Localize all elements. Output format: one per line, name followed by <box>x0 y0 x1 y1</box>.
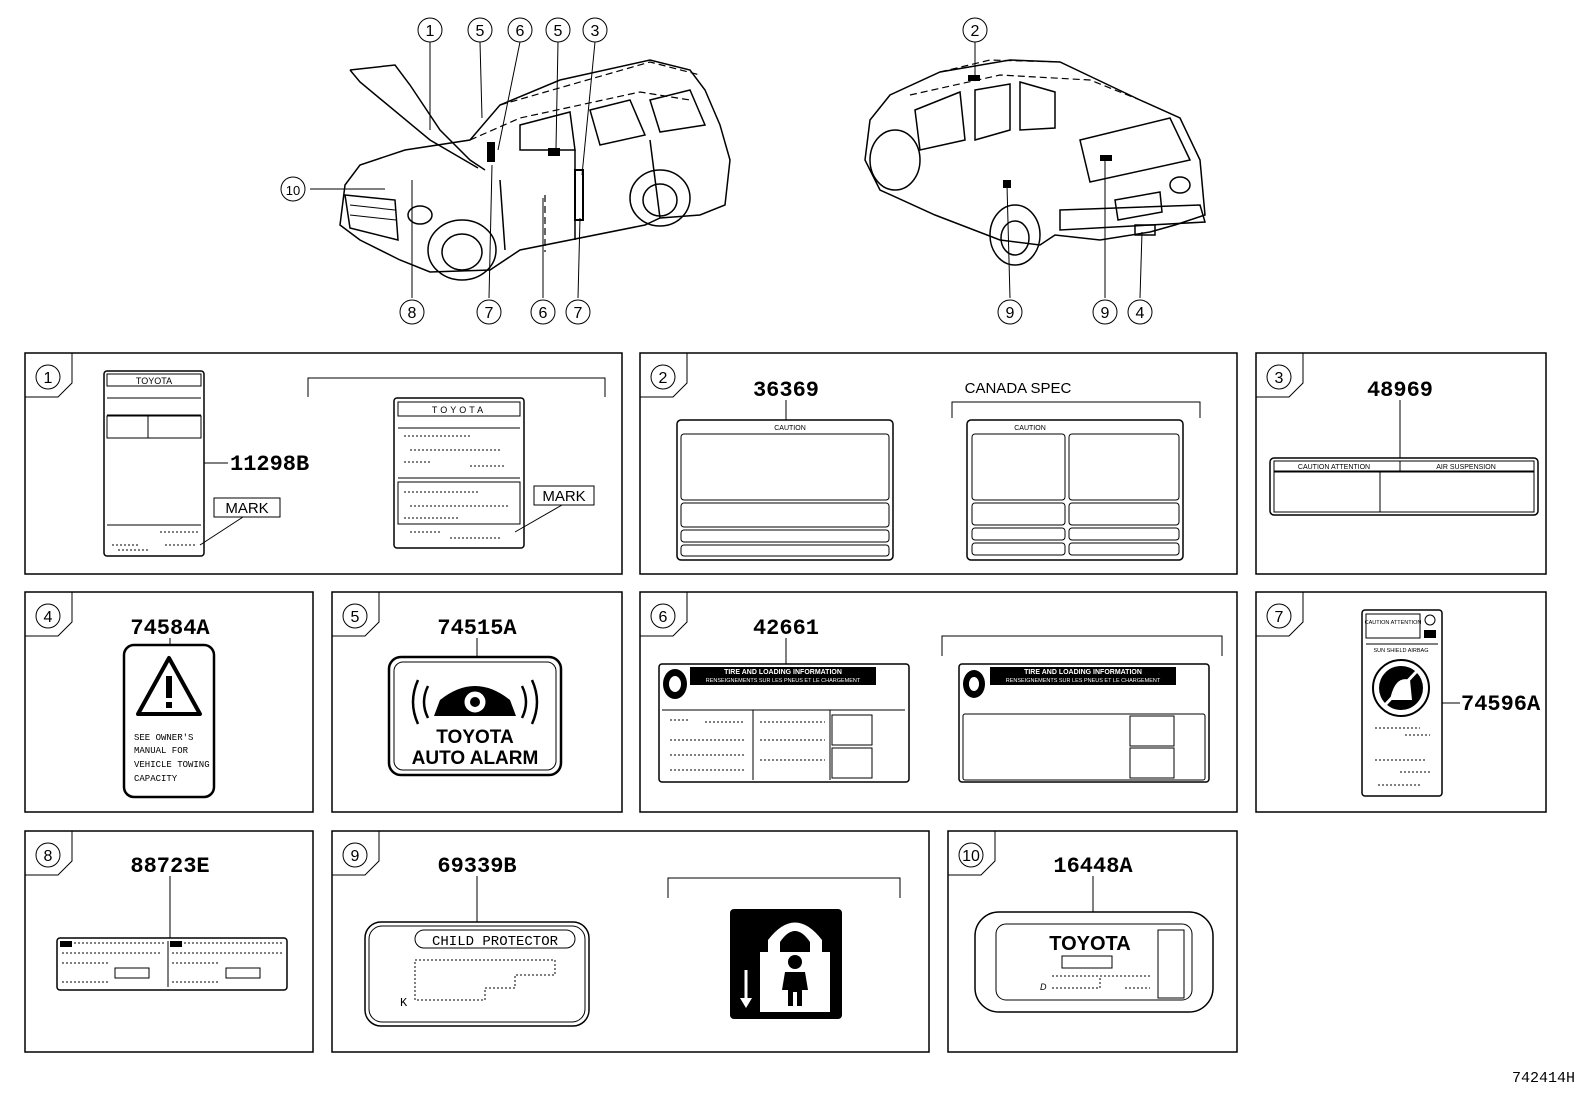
p2-canada-spec: CANADA SPEC <box>965 380 1072 397</box>
callout-number: 3 <box>591 23 600 40</box>
p7-part-number: 74596A <box>1461 692 1541 717</box>
p10-part-number: 16448A <box>1053 854 1133 879</box>
callout-circle <box>507 17 533 43</box>
rear-vehicle-illustration <box>864 59 1206 266</box>
panel-1-number: 1 <box>44 370 53 387</box>
alarm-vehicle-icon <box>411 679 539 725</box>
panel-4: 4 74584A SEE OWNER'S MANUAL FOR VEHICLE … <box>24 591 314 813</box>
p4-line-3: VEHICLE TOWING <box>134 760 210 770</box>
p3-part-number: 48969 <box>1367 378 1433 403</box>
p1-mark-label-2: MARK <box>542 488 585 505</box>
figure-id: 742414H <box>1512 1070 1575 1087</box>
warning-triangle-icon <box>136 656 202 716</box>
p9-part-number: 69339B <box>437 854 516 879</box>
p9-k: K <box>400 996 408 1010</box>
tire-icon <box>663 669 687 699</box>
callout-circle <box>476 299 502 325</box>
panel-2-number: 2 <box>659 370 668 387</box>
child-lock-icon <box>730 909 842 1019</box>
p5-line-2: AUTO ALARM <box>412 748 539 769</box>
callout-number: 8 <box>408 305 417 322</box>
callout-number: 9 <box>1006 305 1015 322</box>
callout-circle <box>280 176 306 202</box>
p3-head-2: AIR SUSPENSION <box>1436 464 1496 471</box>
callout-circle <box>565 299 591 325</box>
p7-head: CAUTION ATTENTION <box>1365 620 1422 626</box>
callout-number: 6 <box>539 305 548 322</box>
callout-circles: 1 5 6 5 3 10 8 7 6 7 2 9 9 4 <box>280 17 1153 325</box>
panel-2: 2 36369 CAUTION CANADA SPEC CAUTION <box>639 352 1238 575</box>
p6-title: TIRE AND LOADING INFORMATION <box>724 669 842 676</box>
callout-number: 1 <box>426 23 435 40</box>
p1-brand: TOYOTA <box>136 376 172 386</box>
p2-caution-2: CAUTION <box>1014 425 1046 432</box>
callout-circle <box>399 299 425 325</box>
panel-7: 7 CAUTION ATTENTION SUN SHIELD AIRBAG 74… <box>1255 591 1547 813</box>
panel-8: 8 88723E <box>24 830 314 1053</box>
callout-number: 5 <box>554 23 563 40</box>
p9-title: CHILD PROTECTOR <box>432 934 559 950</box>
panel-3-number: 3 <box>1275 370 1284 387</box>
panel-8-number: 8 <box>44 848 53 865</box>
panel-10-number: 10 <box>962 848 980 865</box>
p1-mark-label: MARK <box>225 500 268 517</box>
p6-part-number: 42661 <box>753 616 819 641</box>
p6-subtitle-2: RENSEIGNEMENTS SUR LES PNEUS ET LE CHARG… <box>1006 678 1161 684</box>
p3-head-1: CAUTION ATTENTION <box>1298 464 1370 471</box>
panel-3: 3 48969 CAUTION ATTENTION AIR SUSPENSION <box>1255 352 1547 575</box>
p7-sub: SUN SHIELD AIRBAG <box>1373 648 1428 654</box>
panel-6-number: 6 <box>659 609 668 626</box>
callout-number: 4 <box>1136 305 1145 322</box>
p10-brand: TOYOTA <box>1049 933 1130 955</box>
callout-circle <box>962 17 988 43</box>
callout-circle <box>1092 299 1118 325</box>
p2-part-number: 36369 <box>753 378 819 403</box>
callout-circle <box>1127 299 1153 325</box>
p5-part-number: 74515A <box>437 616 517 641</box>
p8-part-number: 88723E <box>130 854 209 879</box>
callout-circle <box>530 299 556 325</box>
callout-number: 9 <box>1101 305 1110 322</box>
p1-brand-2: TOYOTA <box>432 405 486 415</box>
p1-part-number: 11298B <box>230 452 309 477</box>
p10-d: D <box>1040 982 1047 992</box>
panel-5: 5 74515A TOYOTA AUTO ALARM <box>331 591 623 813</box>
no-child-seat-icon <box>1372 659 1430 717</box>
panel-9: 9 69339B CHILD PROTECTOR K <box>331 830 930 1053</box>
p2-caution: CAUTION <box>774 425 806 432</box>
callout-circle <box>417 17 443 43</box>
panel-10: 10 16448A TOYOTA D <box>947 830 1238 1053</box>
p6-subtitle: RENSEIGNEMENTS SUR LES PNEUS ET LE CHARG… <box>706 678 861 684</box>
callout-circle <box>467 17 493 43</box>
front-leader-lines <box>310 41 596 299</box>
front-vehicle-illustration <box>339 59 731 281</box>
p4-line-4: CAPACITY <box>134 774 178 784</box>
callout-number: 7 <box>574 305 583 322</box>
panel-6: 6 42661 TIRE AND LOADING INFORMATION REN… <box>639 591 1238 813</box>
panel-4-number: 4 <box>44 609 53 626</box>
p4-part-number: 74584A <box>130 616 210 641</box>
panel-9-number: 9 <box>351 848 360 865</box>
p4-line-1: SEE OWNER'S <box>134 733 193 743</box>
callout-circle <box>545 17 571 43</box>
callout-number: 10 <box>286 183 300 198</box>
rear-leader-lines <box>974 42 1143 299</box>
p4-line-2: MANUAL FOR <box>134 746 189 756</box>
tire-icon-2 <box>963 670 985 698</box>
callout-number: 5 <box>476 23 485 40</box>
panel-7-number: 7 <box>1275 609 1284 626</box>
p6-title-2: TIRE AND LOADING INFORMATION <box>1024 669 1142 676</box>
callout-circle <box>997 299 1023 325</box>
callout-circle <box>582 17 608 43</box>
panel-5-number: 5 <box>351 609 360 626</box>
panel-1: 1 TOYOTA 11298B MARK TOYOTA MARK <box>24 352 623 575</box>
callout-number: 7 <box>485 305 494 322</box>
callout-number: 2 <box>971 23 980 40</box>
p5-line-1: TOYOTA <box>436 727 514 748</box>
callout-number: 6 <box>516 23 525 40</box>
